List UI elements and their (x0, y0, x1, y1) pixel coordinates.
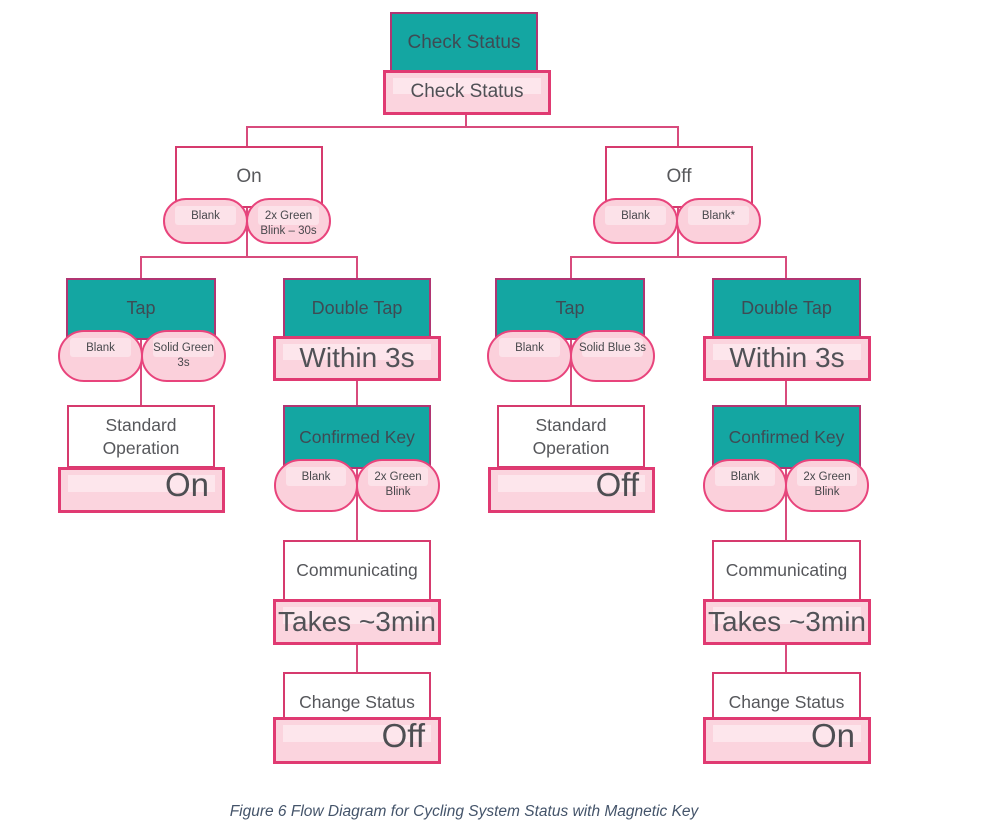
connector-takes-left-down (356, 643, 358, 673)
on-state-node: On (175, 146, 323, 208)
result-on-left-box: On (58, 466, 225, 513)
takes-3min-right-box: Takes ~3min (703, 599, 871, 645)
standard-operation-left-node: Standard Operation (67, 405, 215, 468)
confirmed-key-right-node: Confirmed Key (712, 405, 861, 469)
communicating-left-label: Communicating (296, 560, 418, 581)
confirm-right-led-active-pill: 2x Green Blink (785, 459, 869, 512)
within-3s-left-label: Within 3s (299, 342, 415, 374)
tap-left-led-active-label: Solid Green 3s (153, 342, 214, 369)
off-led-blank-label: Blank (621, 210, 650, 222)
connector-confirm-right-down (785, 467, 787, 541)
tap-right-led-blank-label: Blank (515, 342, 544, 354)
connector-tap-right-down (570, 338, 572, 406)
connector-on-bus (140, 256, 358, 258)
result-on-right-label: On (810, 717, 855, 755)
connector-to-tap-right (570, 256, 572, 280)
double-tap-right-node: Double Tap (712, 278, 861, 340)
confirm-right-led-active-label: 2x Green Blink (803, 471, 851, 498)
connector-off-bus (570, 256, 787, 258)
change-status-left-label: Change Status (299, 691, 415, 712)
confirm-right-led-blank-pill: Blank (703, 459, 787, 512)
on-led-active-pill: 2x Green Blink – 30s (246, 198, 331, 244)
takes-3min-right-label: Takes ~3min (708, 605, 866, 637)
confirm-left-led-blank-pill: Blank (274, 459, 358, 512)
tap-right-led-blank-pill: Blank (487, 330, 572, 382)
standard-operation-left-label: Standard Operation (102, 414, 180, 458)
result-off-right-box: Off (488, 466, 655, 513)
within-3s-right-label: Within 3s (729, 342, 845, 374)
tap-left-led-blank-label: Blank (86, 342, 115, 354)
double-tap-left-node: Double Tap (283, 278, 431, 340)
connector-tap-left-down (140, 338, 142, 406)
communicating-right-label: Communicating (725, 560, 848, 581)
tap-left-led-blank-pill: Blank (58, 330, 143, 382)
on-led-blank-pill: Blank (163, 198, 248, 244)
connector-to-tap-left (140, 256, 142, 280)
double-tap-right-label: Double Tap (741, 298, 832, 319)
on-led-active-label: 2x Green Blink – 30s (260, 210, 317, 237)
takes-3min-left-box: Takes ~3min (273, 599, 441, 645)
tap-left-node: Tap (66, 278, 216, 340)
takes-3min-left-label: Takes ~3min (278, 605, 436, 637)
result-on-left-label: On (164, 466, 209, 504)
within-3s-left-box: Within 3s (273, 336, 441, 381)
tap-right-led-active-pill: Solid Blue 3s (570, 330, 655, 382)
communicating-right-node: Communicating (712, 540, 861, 601)
connector-to-doubletap-left (356, 256, 358, 280)
confirm-right-led-blank-label: Blank (730, 471, 760, 483)
result-off-left-label: Off (381, 717, 425, 755)
tap-right-node: Tap (495, 278, 645, 340)
connector-to-on (246, 126, 248, 148)
figure-caption: Figure 6 Flow Diagram for Cycling System… (229, 803, 699, 820)
communicating-left-node: Communicating (283, 540, 431, 601)
standard-operation-right-node: Standard Operation (497, 405, 645, 468)
connector-on-down (246, 206, 248, 258)
off-state-node: Off (605, 146, 753, 208)
standard-operation-right-label: Standard Operation (532, 414, 610, 458)
connector-within-right-down (785, 379, 787, 406)
result-off-right-label: Off (595, 466, 639, 504)
confirmed-key-left-label: Confirmed Key (299, 426, 415, 447)
check-status-indicator-label: Check Status (410, 81, 524, 103)
check-status-label: Check Status (407, 31, 521, 53)
confirmed-key-left-node: Confirmed Key (283, 405, 431, 469)
confirm-left-led-active-label: 2x Green Blink (374, 471, 422, 498)
check-status-indicator-box: Check Status (383, 70, 551, 115)
off-state-label: Off (666, 165, 692, 187)
on-led-blank-label: Blank (191, 210, 220, 222)
off-led-active-label: Blank* (701, 210, 736, 222)
connector-to-doubletap-right (785, 256, 787, 280)
tap-left-led-active-pill: Solid Green 3s (141, 330, 226, 382)
on-state-label: On (236, 165, 262, 187)
tap-left-label: Tap (126, 298, 156, 319)
double-tap-left-label: Double Tap (311, 298, 403, 319)
connector-confirm-left-down (356, 467, 358, 541)
connector-root-down (465, 113, 467, 128)
tap-right-label: Tap (555, 298, 585, 319)
check-status-node: Check Status (390, 12, 538, 74)
result-on-right-box: On (703, 717, 871, 764)
connector-root-bus (246, 126, 679, 128)
confirm-left-led-active-pill: 2x Green Blink (356, 459, 440, 512)
connector-takes-right-down (785, 643, 787, 673)
change-status-right-label: Change Status (728, 691, 845, 712)
confirmed-key-right-label: Confirmed Key (728, 426, 845, 447)
off-led-blank-pill: Blank (593, 198, 678, 244)
tap-right-led-active-label: Solid Blue 3s (578, 342, 647, 354)
connector-within-left-down (356, 379, 358, 406)
result-off-left-box: Off (273, 717, 441, 764)
off-led-active-pill: Blank* (676, 198, 761, 244)
confirm-left-led-blank-label: Blank (301, 471, 331, 483)
within-3s-right-box: Within 3s (703, 336, 871, 381)
connector-to-off (677, 126, 679, 148)
